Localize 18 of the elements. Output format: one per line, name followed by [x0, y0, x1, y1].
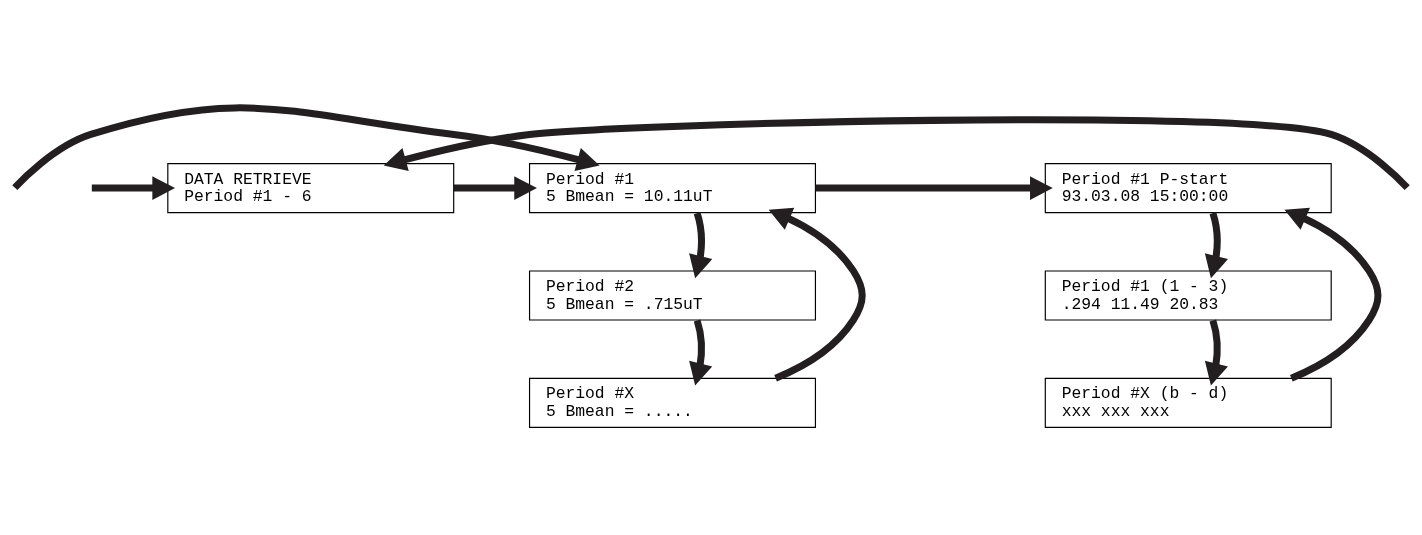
arrow	[1204, 212, 1228, 279]
arrow	[768, 207, 866, 382]
node-box: Period #1 (1 - 3) .294 11.49 20.83	[1044, 270, 1332, 321]
node-box: Period #X (b - d) xxx xxx xxx	[1044, 377, 1332, 428]
node-box: Period #1 P-start 93.03.08 15:00:00	[1044, 163, 1332, 214]
node-box: Period #1 5 Bmean = 10.11uT	[528, 163, 817, 214]
arrow	[1284, 207, 1382, 382]
node-box: DATA RETRIEVE Period #1 - 6	[167, 163, 455, 214]
arrow	[815, 176, 1053, 201]
arrow	[689, 212, 713, 279]
arrow	[1204, 319, 1228, 386]
arrow	[383, 116, 1410, 191]
node-box: Period #X 5 Bmean = .....	[528, 377, 817, 428]
arrow	[91, 176, 176, 201]
arrow	[689, 319, 713, 386]
arrow	[453, 176, 537, 201]
node-box: Period #2 5 Bmean = .715uT	[528, 270, 817, 321]
arrow	[12, 104, 600, 191]
